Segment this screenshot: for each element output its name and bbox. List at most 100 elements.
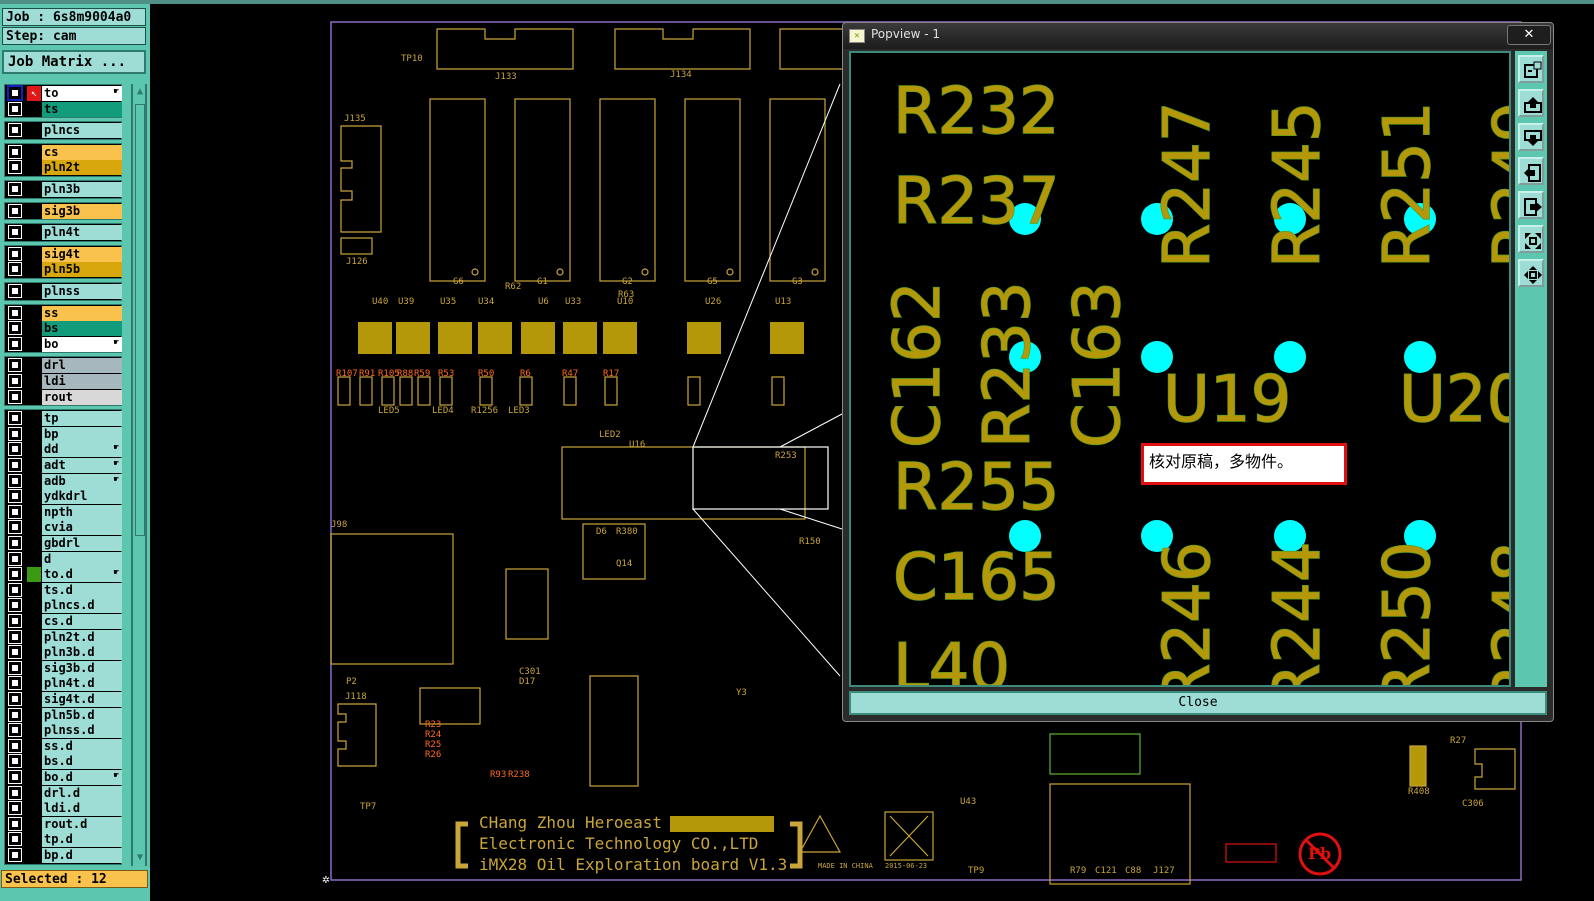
layer-row-dd[interactable]: dd☛ <box>6 442 122 458</box>
move-right-button[interactable] <box>1518 191 1544 219</box>
scroll-up-icon[interactable]: ▲ <box>136 86 144 97</box>
layer-checkbox[interactable] <box>8 101 22 116</box>
layer-checkbox[interactable] <box>8 645 22 660</box>
layer-row-drl-d[interactable]: drl.d <box>6 785 122 801</box>
layer-row-bo[interactable]: bo☛ <box>6 336 122 352</box>
layer-checkbox[interactable] <box>8 225 22 240</box>
layer-row-ldi-d[interactable]: ldi.d <box>6 801 122 817</box>
layer-checkbox[interactable] <box>8 567 22 582</box>
layer-row-adb[interactable]: adb☛ <box>6 473 122 489</box>
layer-checkbox[interactable] <box>8 582 22 597</box>
layer-row-drl[interactable]: drl <box>6 358 122 374</box>
layer-checkbox[interactable] <box>8 373 22 388</box>
layer-row-ldi[interactable]: ldi <box>6 373 122 389</box>
layer-checkbox[interactable] <box>8 707 22 722</box>
layer-row-pln3b[interactable]: pln3b <box>6 182 122 197</box>
layer-checkbox[interactable] <box>7 85 23 101</box>
layer-checkbox[interactable] <box>8 182 22 196</box>
layer-row-plnss-d[interactable]: plnss.d <box>6 723 122 739</box>
popview-close-button[interactable]: Close <box>849 691 1547 715</box>
zoom-out-button[interactable] <box>1518 259 1544 287</box>
layer-row-sig3b-d[interactable]: sig3b.d <box>6 660 122 676</box>
zoom-window-button[interactable] <box>1518 55 1544 83</box>
layer-row-pln3b-d[interactable]: pln3b.d <box>6 645 122 661</box>
zoom-in-button[interactable] <box>1518 225 1544 253</box>
move-up-button[interactable] <box>1518 89 1544 117</box>
layer-row-adt[interactable]: adt☛ <box>6 457 122 473</box>
layer-checkbox[interactable] <box>8 535 22 550</box>
layer-row-pln5b[interactable]: pln5b <box>6 262 122 278</box>
layer-row-sig4t[interactable]: sig4t <box>6 246 122 262</box>
layer-checkbox[interactable] <box>8 321 22 336</box>
layer-row-to-d[interactable]: to.d☛ <box>6 567 122 583</box>
layer-checkbox[interactable] <box>8 551 22 566</box>
layer-checkbox[interactable] <box>8 336 22 351</box>
layer-checkbox[interactable] <box>8 723 22 738</box>
layer-checkbox[interactable] <box>8 816 22 831</box>
layer-checkbox[interactable] <box>8 598 22 613</box>
layer-row-ydkdrl[interactable]: ydkdrl <box>6 489 122 505</box>
layer-row-pln2t-d[interactable]: pln2t.d <box>6 629 122 645</box>
layer-row-plncs[interactable]: plncs <box>6 123 122 139</box>
layer-checkbox[interactable] <box>8 832 22 847</box>
layer-checkbox[interactable] <box>8 246 22 261</box>
layer-checkbox[interactable] <box>8 738 22 753</box>
layer-scrollbar[interactable]: ▲ ▼ <box>131 84 147 866</box>
layer-checkbox[interactable] <box>8 411 22 426</box>
layer-checkbox[interactable] <box>8 473 22 488</box>
layer-checkbox[interactable] <box>8 284 22 298</box>
layer-row-bo-d[interactable]: bo.d☛ <box>6 769 122 785</box>
layer-checkbox[interactable] <box>8 358 22 373</box>
layer-checkbox[interactable] <box>8 691 22 706</box>
layer-checkbox[interactable] <box>8 442 22 457</box>
layer-row-pln4t[interactable]: pln4t <box>6 225 122 241</box>
popview-titlebar[interactable]: ✕ Popview - 1 ✕ <box>843 23 1553 49</box>
move-left-button[interactable] <box>1518 157 1544 185</box>
move-down-button[interactable] <box>1518 123 1544 151</box>
layer-row-bp-d[interactable]: bp.d <box>6 847 122 863</box>
layer-checkbox[interactable] <box>8 660 22 675</box>
scroll-thumb[interactable] <box>135 104 145 536</box>
scroll-down-icon[interactable]: ▼ <box>136 852 144 863</box>
layer-checkbox[interactable] <box>8 769 22 784</box>
layer-row-plncs-d[interactable]: plncs.d <box>6 598 122 614</box>
layer-row-to[interactable]: ↖to☛ <box>6 85 122 101</box>
layer-checkbox[interactable] <box>8 489 22 504</box>
layer-row-ss[interactable]: ss <box>6 305 122 321</box>
layer-row-ss-d[interactable]: ss.d <box>6 738 122 754</box>
layer-row-sig4t-d[interactable]: sig4t.d <box>6 691 122 707</box>
layer-checkbox[interactable] <box>8 847 22 862</box>
close-icon[interactable]: ✕ <box>1507 25 1551 45</box>
layer-checkbox[interactable] <box>8 262 22 277</box>
layer-row-plnss[interactable]: plnss <box>6 284 122 299</box>
layer-checkbox[interactable] <box>8 785 22 800</box>
layer-row-rout-d[interactable]: rout.d <box>6 816 122 832</box>
layer-row-gbdrl[interactable]: gbdrl <box>6 535 122 551</box>
layer-row-d[interactable]: d <box>6 551 122 567</box>
layer-checkbox[interactable] <box>8 504 22 519</box>
layer-row-cs-d[interactable]: cs.d <box>6 613 122 629</box>
layer-checkbox[interactable] <box>8 203 22 218</box>
layer-row-bp[interactable]: bp <box>6 426 122 442</box>
layer-row-ts[interactable]: ts <box>6 101 122 117</box>
layer-row-npth[interactable]: npth <box>6 504 122 520</box>
layer-row-ts-d[interactable]: ts.d <box>6 582 122 598</box>
layer-row-rout[interactable]: rout <box>6 389 122 405</box>
layer-checkbox[interactable] <box>8 754 22 769</box>
layer-checkbox[interactable] <box>8 520 22 535</box>
layer-row-pln4t-d[interactable]: pln4t.d <box>6 676 122 692</box>
layer-row-tp[interactable]: tp <box>6 411 122 427</box>
layer-checkbox[interactable] <box>8 613 22 628</box>
layer-checkbox[interactable] <box>8 801 22 816</box>
layer-row-bs[interactable]: bs <box>6 321 122 337</box>
layer-checkbox[interactable] <box>8 426 22 441</box>
layer-row-pln2t[interactable]: pln2t <box>6 160 122 176</box>
layer-row-sig3b[interactable]: sig3b <box>6 203 122 219</box>
layer-row-cs[interactable]: cs <box>6 144 122 160</box>
layer-checkbox[interactable] <box>8 629 22 644</box>
layer-row-tp-d[interactable]: tp.d <box>6 832 122 848</box>
layer-row-pln5b-d[interactable]: pln5b.d <box>6 707 122 723</box>
layer-checkbox[interactable] <box>8 676 22 691</box>
layer-checkbox[interactable] <box>8 305 22 320</box>
layer-checkbox[interactable] <box>8 160 22 175</box>
